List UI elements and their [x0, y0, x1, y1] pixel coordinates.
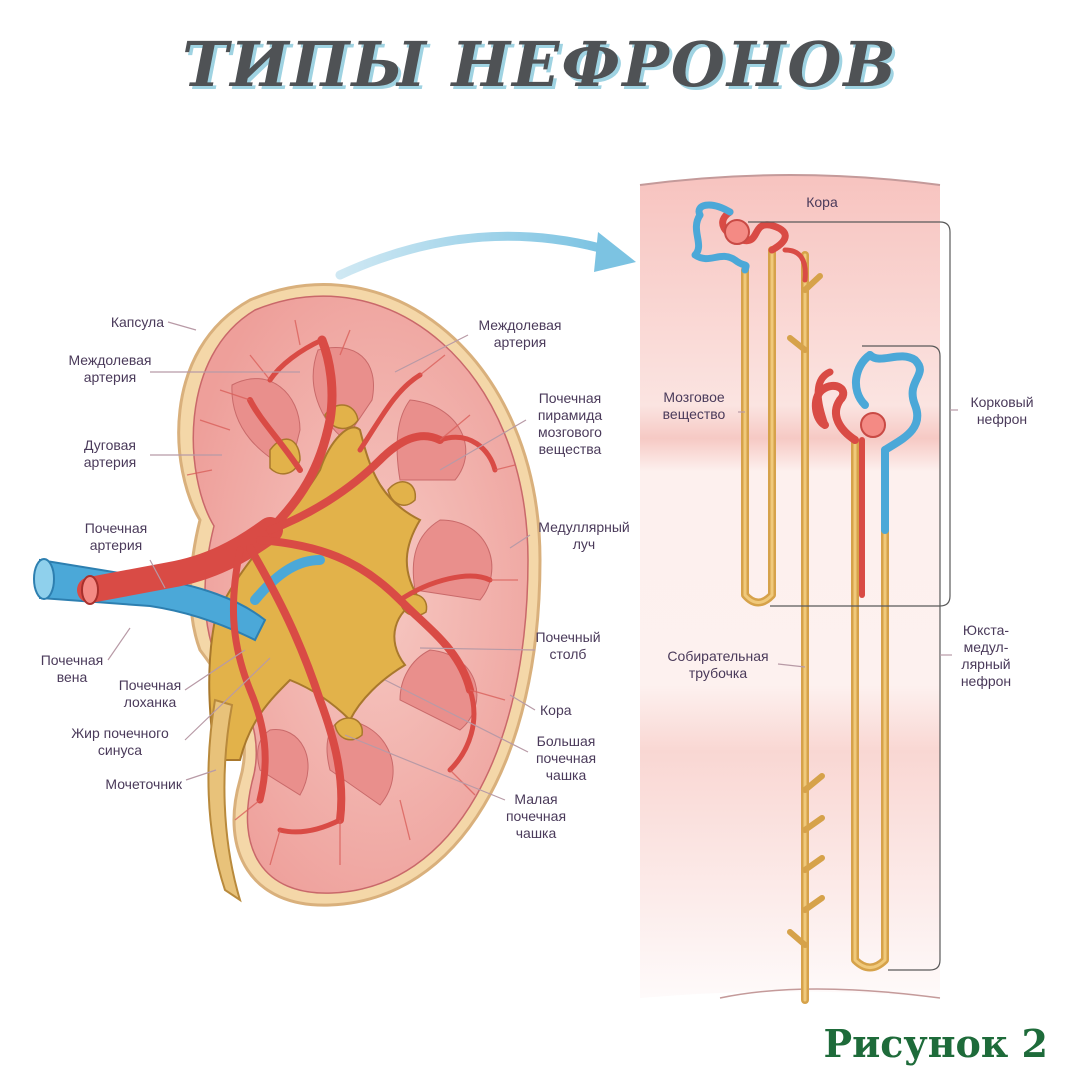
pointer-arrow: [335, 231, 636, 280]
nephron-brackets: [748, 221, 951, 971]
calyx-upper: [269, 438, 301, 475]
label-capsule: Капсула: [111, 314, 164, 330]
renal-pelvis: [208, 426, 422, 761]
kidney-leader-lines: [107, 321, 536, 801]
juxtamedullary-nephron: [811, 351, 924, 972]
bracket-juxtamedullary: [862, 345, 941, 971]
renal-arteries: [77, 335, 498, 835]
calyx-right-1: [387, 481, 416, 506]
calyx-bottom: [334, 717, 363, 741]
bracket-cortical: [748, 221, 951, 607]
collecting-duct: [787, 251, 825, 1004]
ureter: [207, 698, 242, 903]
page-title: ТИПЫ НЕФРОНОВ: [182, 28, 898, 101]
glomerulus-juxtamedullary: [860, 412, 886, 438]
nephron-panel: [639, 174, 958, 1004]
kidney-illustration: [33, 283, 542, 907]
cortical-nephron: [691, 201, 808, 607]
label-ureter: Мочеточник: [105, 776, 182, 792]
figure-label: Рисунок 2: [823, 1021, 1049, 1066]
glomerulus-cortical: [724, 219, 750, 245]
label-cortex-panel: Кора: [806, 194, 838, 210]
label-cortex-kidney: Кора: [540, 702, 572, 718]
panel-background: [640, 175, 940, 998]
